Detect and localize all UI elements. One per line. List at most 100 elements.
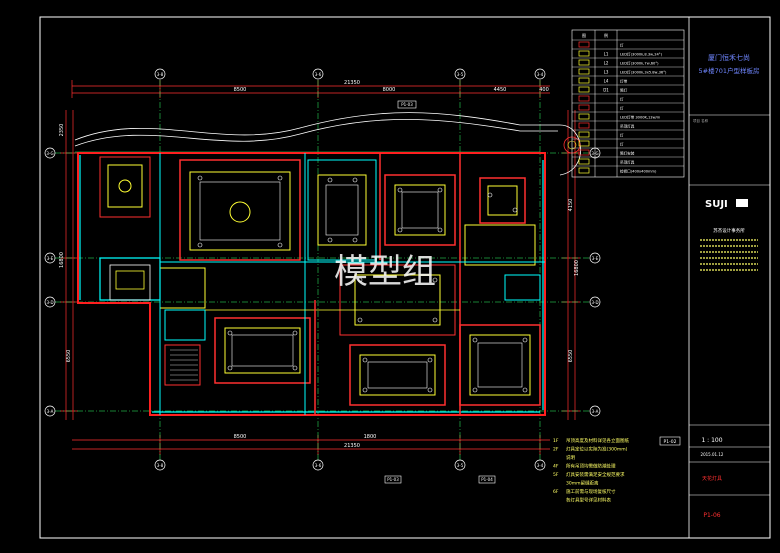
legend-header-symbol: 图 [582,32,586,38]
axis-top-2: 3-6 [315,72,322,77]
legend-header-code: 例 [604,32,608,38]
drawing-number: P1-06 [703,512,720,519]
legend-symbol-icon [578,113,590,120]
legend-description: 灯 [620,97,624,102]
legend-symbol-icon [578,95,590,102]
axis-top-4: 3-4 [537,72,544,77]
legend-symbol-icon [578,167,590,174]
axis-bubbles-top [154,68,546,80]
note-number: 5F [553,472,559,478]
note-text: 所有吊顶均需做防潮处理 [566,463,616,470]
legend-symbol-icon [578,140,590,147]
legend-symbol-icon [578,158,590,165]
left-dim-1: 2350 [59,124,65,137]
company-address-lines [700,239,758,271]
axis-top-3: 3-5 [457,72,464,77]
title-block-frame [688,16,771,539]
legend-symbol-icon [578,122,590,129]
legend-description: 灯 [620,142,624,147]
axis-bubbles-left [44,147,56,417]
top-dim-3: 4450 [494,87,507,93]
note-text: 吊顶高度及材料详见各立面图纸 [566,437,629,444]
axis-left-4: 3-A [47,409,54,414]
bottom-total-dim: 21350 [344,443,360,449]
axis-top-1: 3-8 [157,72,164,77]
axis-left-1: 3-G [46,151,53,156]
note-number: 6F [553,489,559,495]
company-name: 苏杰设计事务所 [713,227,745,234]
legend-description: 灯带 [620,79,628,84]
note-text: 说明 [566,454,575,461]
legend-description: 吊顶灯具 [620,124,635,129]
plan-mark: P1-02 [664,439,677,445]
note-text: 灯具安装需满足安全规范要求 [566,471,625,478]
scale: 1 : 100 [701,437,722,444]
top-dim-1: 8500 [234,87,247,93]
legend-symbol-icon [578,59,590,66]
axis-bottom-1: 3-8 [157,463,164,468]
light-fixtures [197,175,528,393]
grid-lines [55,80,590,460]
left-total-dim: 16800 [59,252,65,268]
legend-description: LED灯(3000k,8.3w,24°) [620,52,663,57]
axis-bubbles-right [589,147,601,417]
legend-code: L1 [604,52,609,57]
legend-description: 灯 [620,133,624,138]
note-number: 2F [553,447,559,453]
balcony-railing [74,112,582,176]
legend-symbol-icon [578,149,590,156]
legend-description: 检修口(400x400mm) [620,169,657,174]
bottom-dim-1: 8500 [234,434,247,440]
project-title-line2: 5#楼701户型样板房 [699,66,760,75]
ceiling-panels [99,153,545,415]
glass-walls [79,155,544,413]
outer-walls [77,152,546,416]
legend-description: LED灯(3000k,7w,60°) [620,61,659,66]
top-total-dim: 21350 [344,80,360,86]
axis-right-3: 3-D [591,300,598,305]
axis-left-2: 3-E [47,256,54,261]
project-title-line1: 厦门恒禾七尚 [708,53,750,62]
legend-symbol-icon [578,77,590,84]
legend-symbol-icon [578,104,590,111]
callout-bottom-b: P1-04 [481,477,493,482]
legend-description: 筒灯 [620,88,628,93]
small-label: 项目 名称 [693,118,709,123]
bottom-dim-2: 1800 [364,434,377,440]
company-logo: SUJI [705,199,728,210]
legend-description: LED灯带 3000K,13w/m [620,115,661,120]
right-dim-2: 6550 [568,350,574,363]
top-dim-2: 8000 [383,87,396,93]
legend-description: 筒灯安装 [620,151,635,156]
note-text: 30mm留缝距离 [566,480,599,487]
left-dim-2: 6550 [66,350,72,363]
legend-code: D1 [603,88,609,93]
legend-description: 灯 [620,106,624,111]
stair-hatch [170,349,198,381]
note-number: 4F [553,464,559,470]
axis-right-4: 3-A [592,409,599,414]
callout-tags [384,100,681,484]
legend-code: L4 [604,79,609,84]
top-dim-4: 400 [539,87,549,93]
legend-table [571,29,685,178]
axis-bubbles-bottom [154,459,546,471]
legend-symbol-icon [578,68,590,75]
legend-symbol-icon [578,86,590,93]
legend-description: 吊顶灯具 [620,160,635,165]
watermark: 模型组 [334,252,436,292]
note-text: 施工前需与现场复核尺寸 [566,488,616,495]
note-text: 灯具定位以实际为准(300mm) [566,446,628,453]
legend-symbol-icon [578,131,590,138]
callout-top: P1-03 [401,102,413,107]
right-dim-1: 4150 [568,199,574,212]
legend-code: L3 [604,70,609,75]
top-dimension-lines [71,80,550,98]
axis-right-2: 3-E [592,256,599,261]
axis-bottom-4: 3-4 [537,463,544,468]
callout-bottom-a: P1-03 [387,477,399,482]
right-total-dim: 16800 [574,260,580,276]
logo-badge [736,199,748,207]
